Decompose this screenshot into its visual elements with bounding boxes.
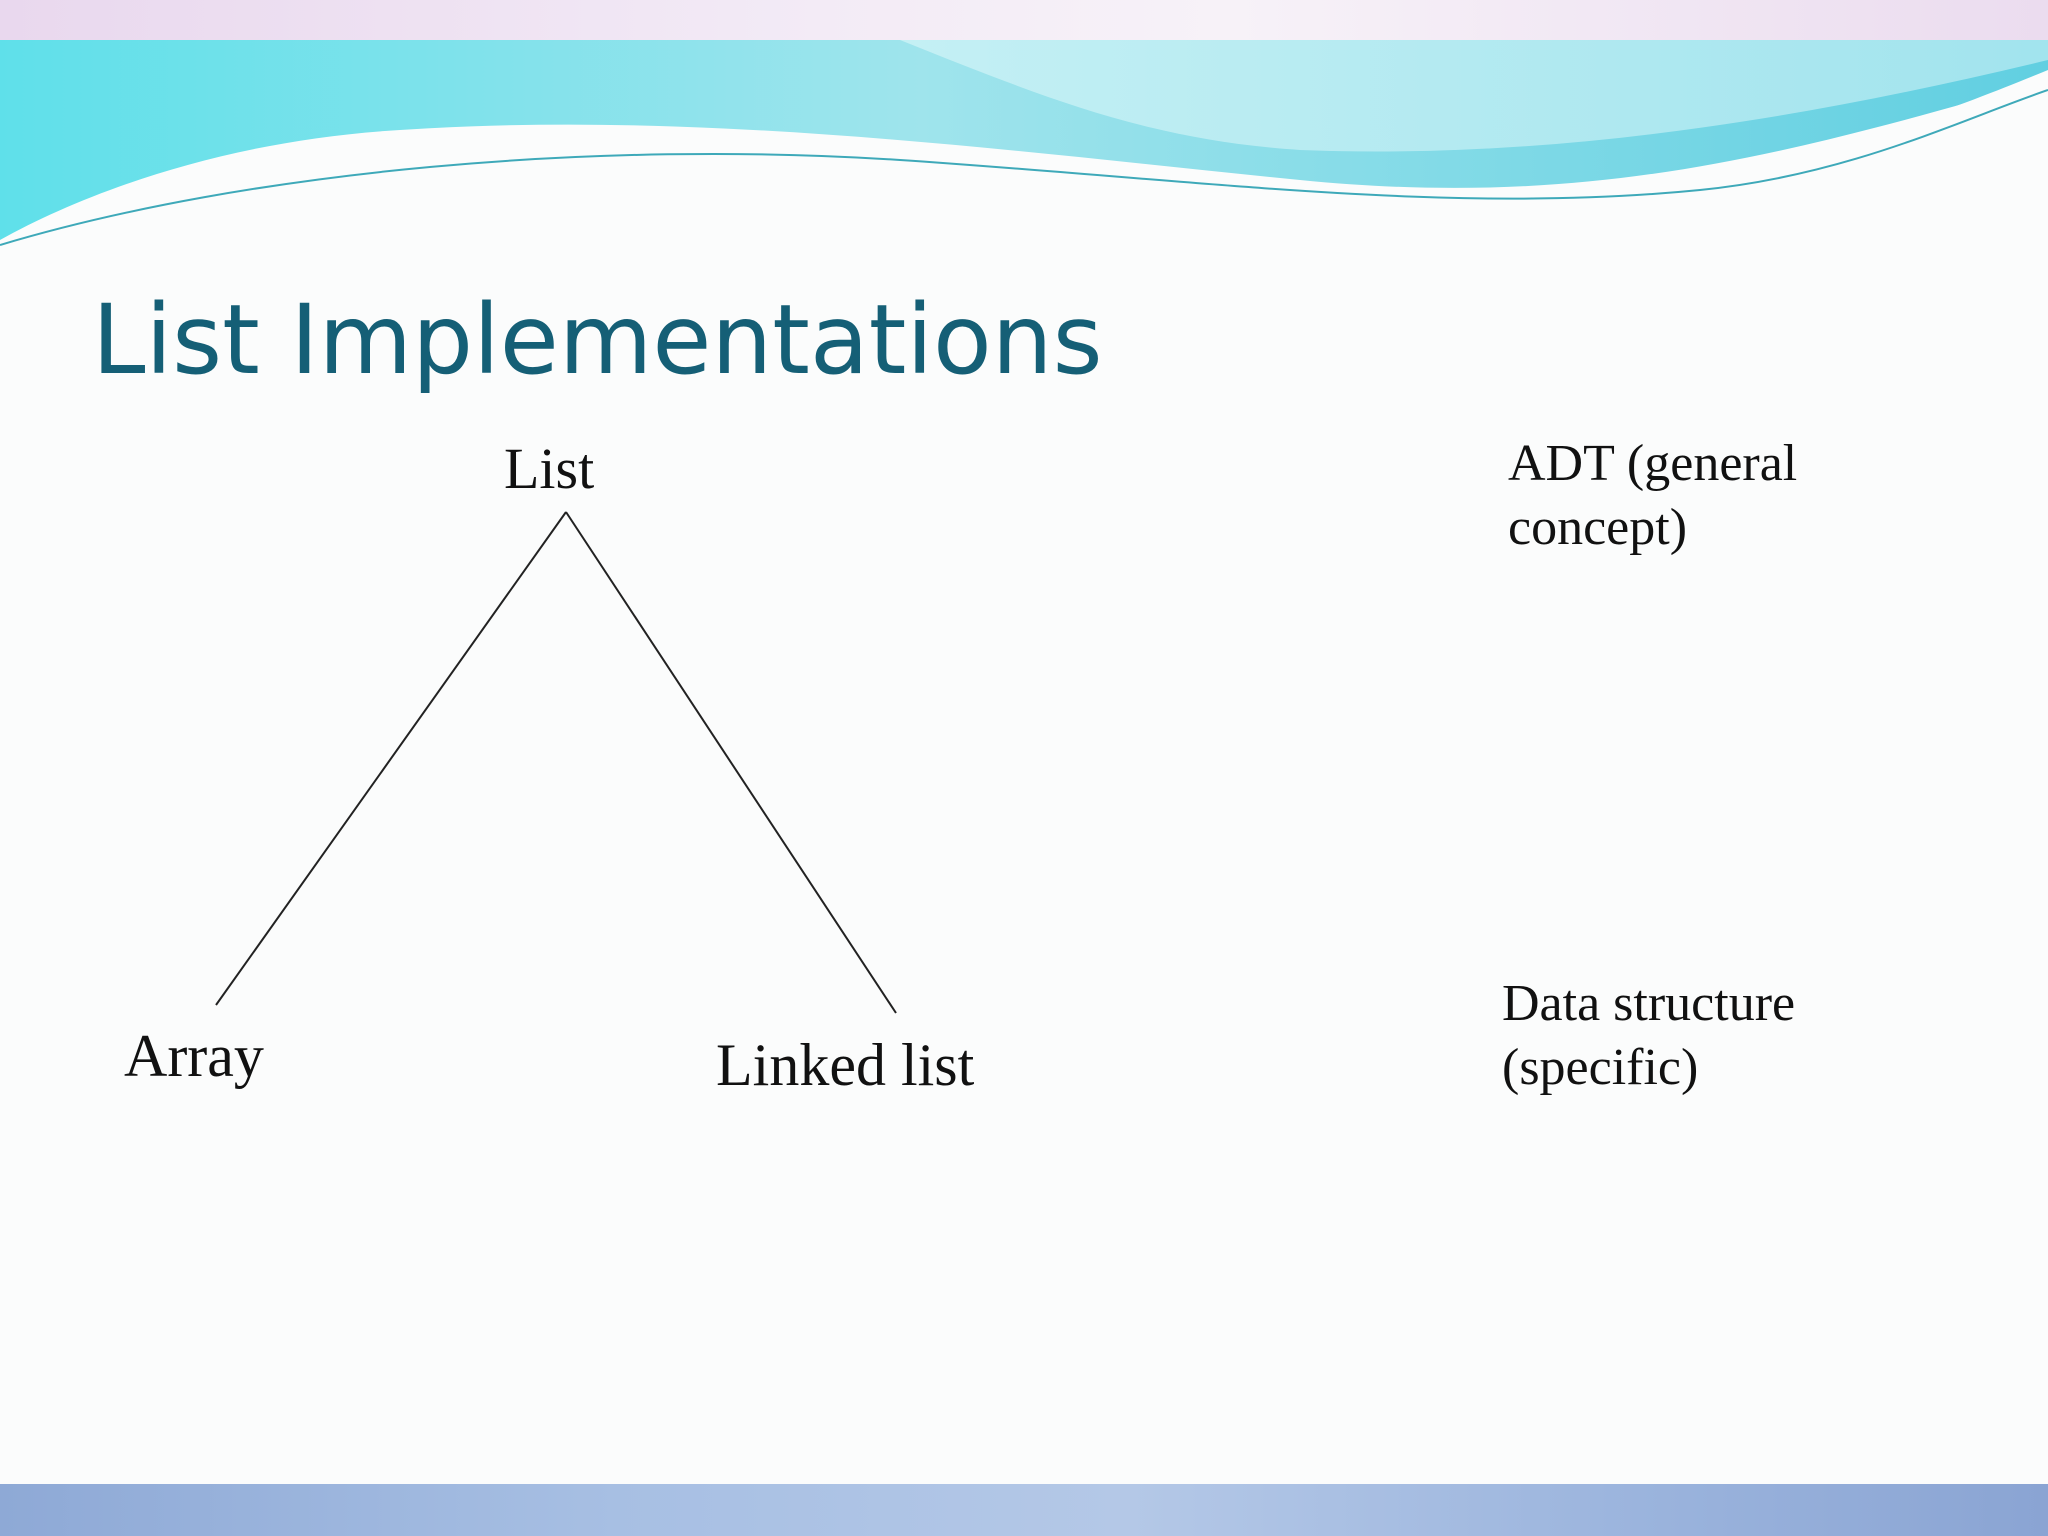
node-array: Array	[124, 1023, 264, 1089]
wave-thin-line	[0, 89, 2048, 246]
data-structure-note-line-1: Data structure	[1502, 975, 1796, 1032]
node-linked-list: Linked list	[716, 1032, 975, 1098]
wave-header-decoration	[0, 40, 2048, 260]
data-structure-note-line-2: (specific)	[1502, 1039, 1699, 1096]
wave-white-swoosh	[0, 70, 2048, 260]
bottom-decorative-bar	[0, 1484, 2048, 1536]
edge-list-to-linked-list	[565, 511, 897, 1014]
adt-note: ADT (general concept)	[1508, 432, 1797, 560]
adt-note-line-2: concept)	[1508, 499, 1688, 556]
node-list: List	[504, 436, 594, 501]
slide-title: List Implementations	[92, 284, 1103, 396]
data-structure-note: Data structure (specific)	[1502, 972, 1795, 1100]
wave-band-highlight	[900, 40, 2048, 152]
adt-note-line-1: ADT (general	[1508, 435, 1798, 492]
edge-list-to-array	[215, 511, 567, 1006]
